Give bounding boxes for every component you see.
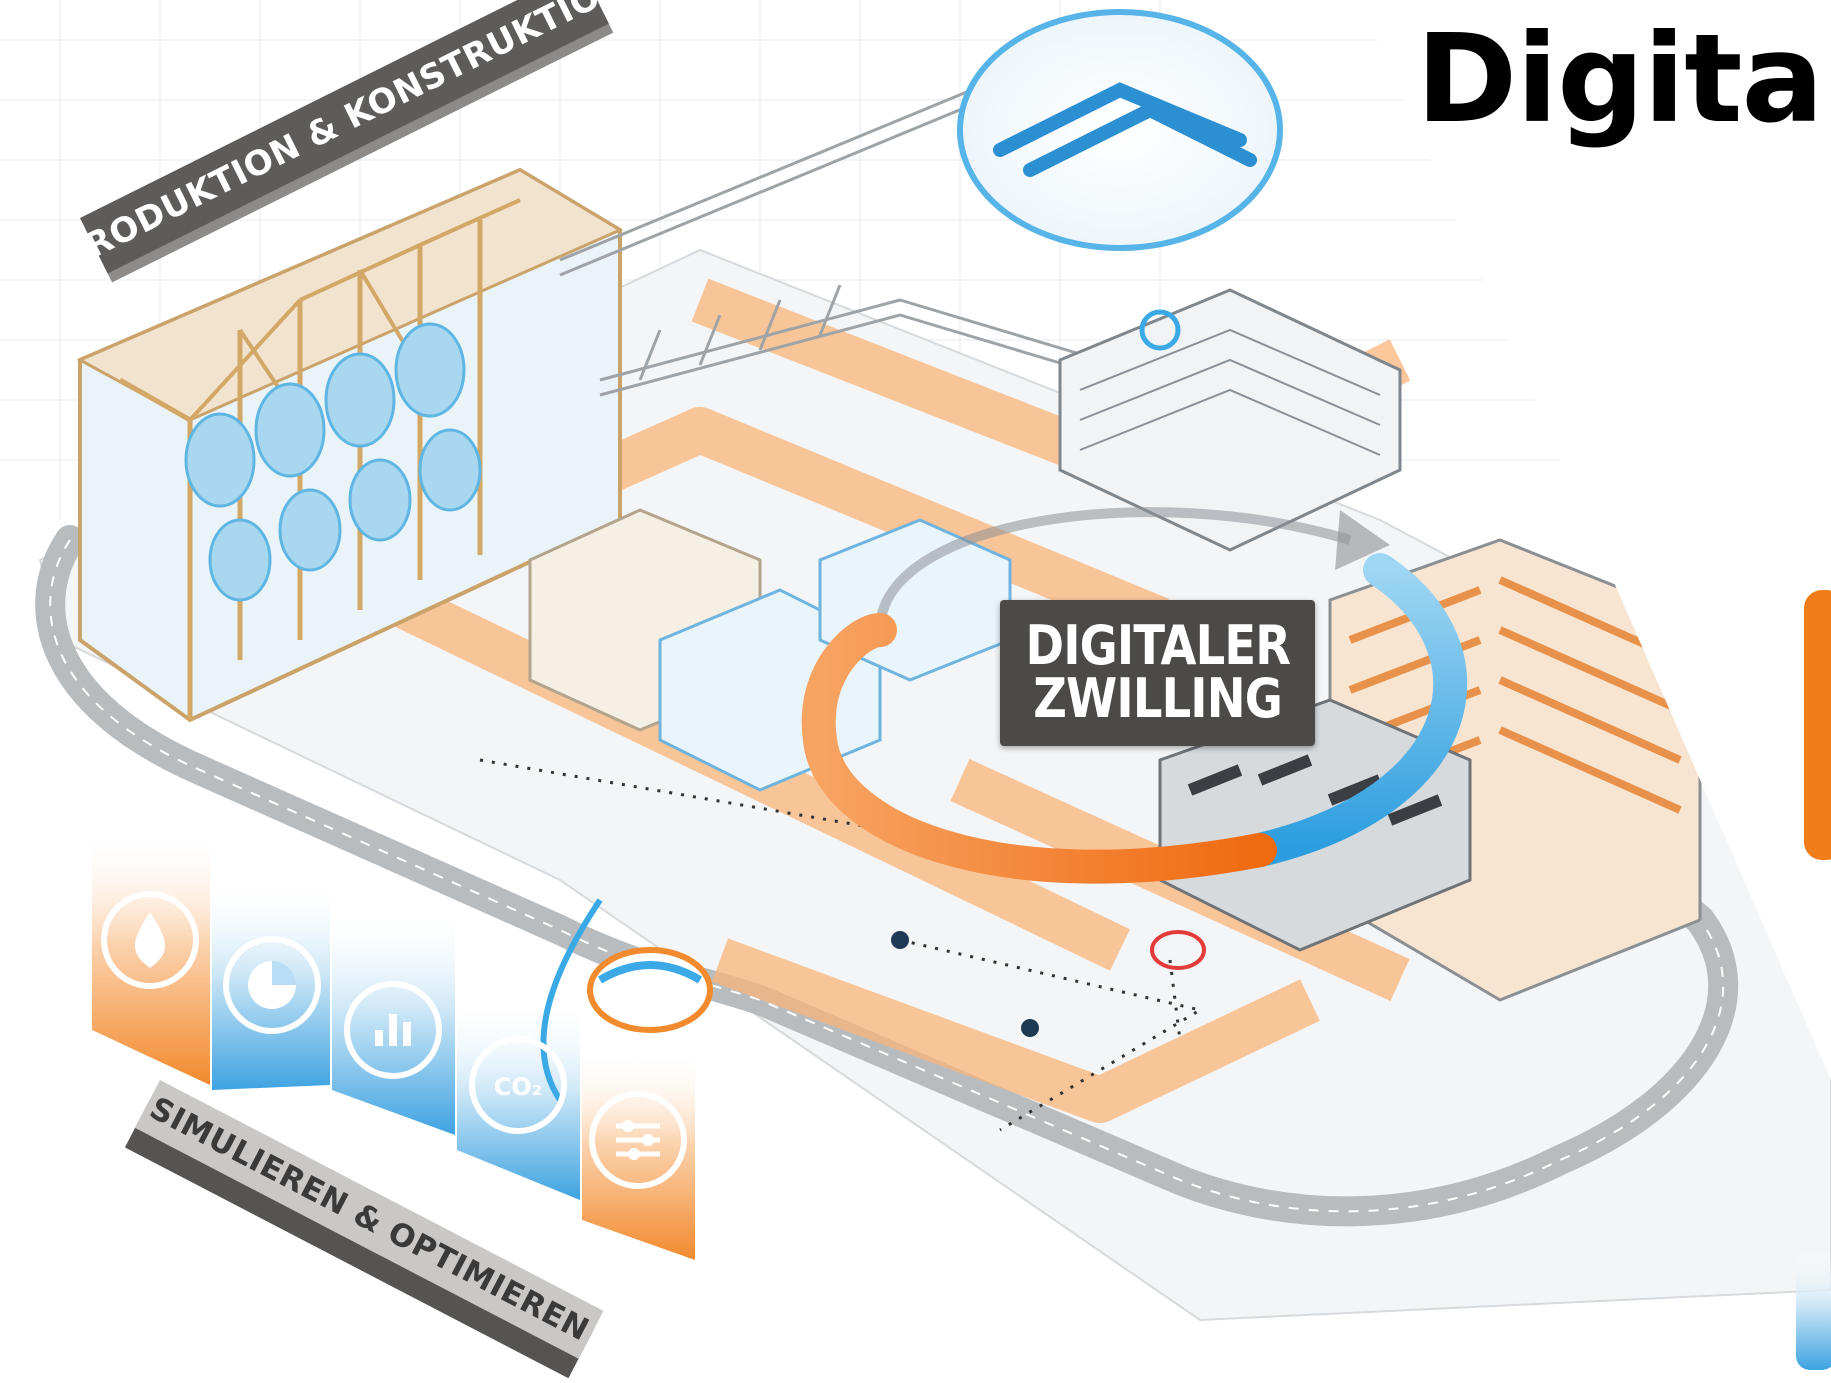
svg-text:CO₂: CO₂ bbox=[494, 1073, 543, 1101]
production-plant bbox=[76, 167, 624, 723]
detail-magnifier-bottom bbox=[587, 947, 713, 1033]
bar-chart-icon bbox=[344, 981, 442, 1079]
digital-twin-badge: DIGITALER ZWILLING bbox=[1000, 600, 1315, 746]
page-title: Digital bbox=[1416, 8, 1831, 150]
badge-line-2: ZWILLING bbox=[1033, 667, 1283, 730]
twin-arrow-loop bbox=[801, 507, 1468, 884]
office-building bbox=[1058, 288, 1402, 552]
side-tab bbox=[1804, 590, 1831, 860]
sliders-icon bbox=[589, 1091, 687, 1189]
pipe-rack bbox=[559, 68, 1101, 397]
detail-magnifier-top bbox=[957, 9, 1283, 251]
pie-chart-icon bbox=[223, 936, 321, 1034]
drop-icon bbox=[101, 891, 199, 989]
badge-line-1: DIGITALER bbox=[1025, 614, 1290, 678]
co2-icon: CO₂ bbox=[469, 1036, 567, 1134]
